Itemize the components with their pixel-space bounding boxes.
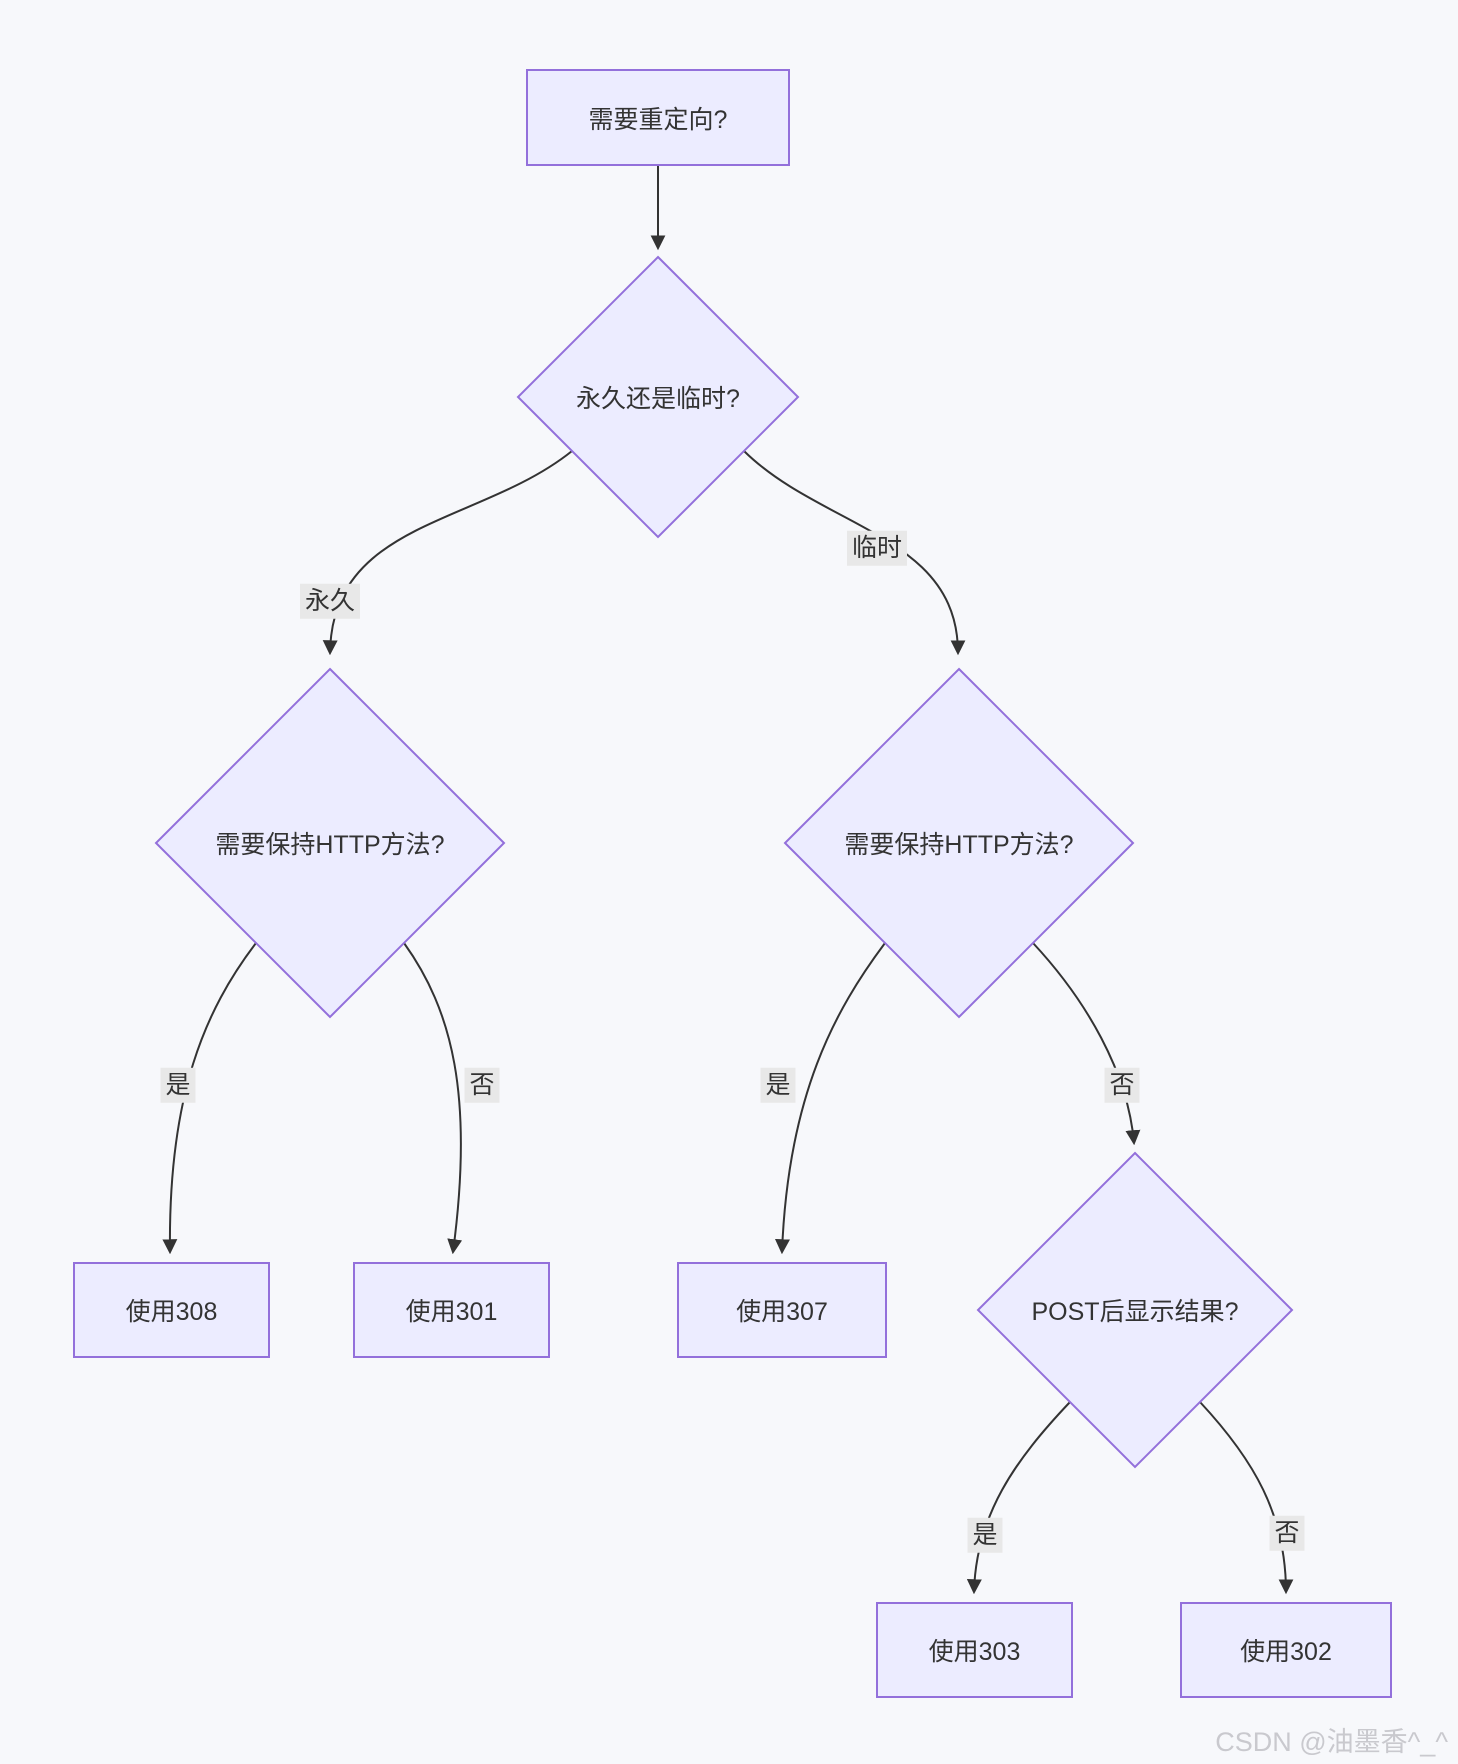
edge-perm-no: [403, 942, 463, 1255]
node-perm-or-temp-label: 永久还是临时?: [576, 385, 740, 413]
node-use302: 使用302: [1180, 1602, 1392, 1698]
diamond-post-result: [976, 1151, 1294, 1469]
edge-post-no: [1199, 1401, 1294, 1595]
edge-perm-yes: [162, 942, 257, 1255]
edge-post-yes: [966, 1401, 1071, 1595]
node-use308: 使用308: [73, 1262, 270, 1358]
node-use307: 使用307: [677, 1262, 887, 1358]
edge-label-temp-yes: 是: [760, 1067, 796, 1103]
node-use308-label: 使用308: [125, 1298, 218, 1326]
node-start: 需要重定向?: [526, 69, 790, 166]
edge-permanent: [322, 450, 573, 656]
node-use301: 使用301: [353, 1262, 550, 1358]
node-use301-label: 使用301: [405, 1298, 498, 1326]
edge-temp-no: [1032, 942, 1141, 1146]
node-keep-method-perm-label: 需要保持HTTP方法?: [215, 831, 445, 859]
edge-label-permanent: 永久: [299, 583, 361, 619]
diamond-perm-or-temp: [516, 255, 800, 539]
edge-label-temporary: 临时: [846, 530, 908, 566]
edge-label-perm-no: 否: [464, 1067, 500, 1103]
node-post-result-label: POST后显示结果?: [1031, 1298, 1239, 1326]
node-use302-label: 使用302: [1240, 1638, 1332, 1666]
node-keep-method-temp-label: 需要保持HTTP方法?: [844, 831, 1074, 859]
edge-label-temp-no: 否: [1104, 1067, 1140, 1103]
node-use303: 使用303: [876, 1602, 1073, 1698]
node-start-label: 需要重定向?: [588, 105, 728, 134]
diamond-keep-method-perm: [154, 667, 506, 1019]
diamond-keep-method-temp: [783, 667, 1135, 1019]
node-use303-label: 使用303: [928, 1638, 1021, 1666]
edge-label-post-no: 否: [1269, 1515, 1305, 1551]
csdn-watermark: CSDN @油墨香^_^: [1215, 1727, 1448, 1757]
edge-label-perm-yes: 是: [160, 1067, 196, 1103]
edge-label-post-yes: 是: [967, 1517, 1003, 1553]
edge-temp-yes: [774, 942, 886, 1255]
node-use307-label: 使用307: [736, 1298, 828, 1326]
